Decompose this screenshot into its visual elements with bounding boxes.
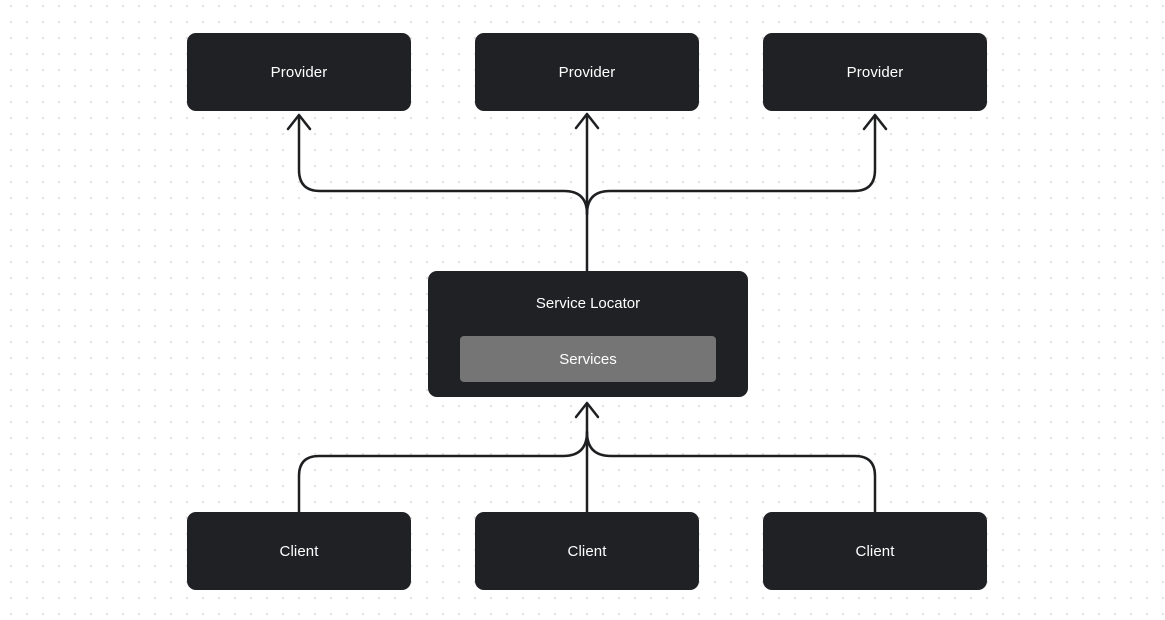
node-client-1-label: Client bbox=[279, 542, 319, 560]
arrow-locator-to-provider-middle bbox=[574, 112, 600, 273]
arrow-client-right-to-locator bbox=[585, 430, 877, 514]
arrowhead-icon bbox=[574, 112, 600, 130]
arrowhead-icon bbox=[574, 401, 600, 419]
node-client-1: Client bbox=[187, 512, 411, 590]
node-client-3: Client bbox=[763, 512, 987, 590]
arrow-locator-to-provider-right bbox=[585, 113, 888, 216]
arrow-client-left-to-locator bbox=[297, 430, 589, 514]
node-client-2: Client bbox=[475, 512, 699, 590]
node-services-label: Services bbox=[559, 350, 617, 368]
service-locator-title: Service Locator bbox=[535, 295, 641, 312]
arrow-locator-to-provider-left bbox=[286, 113, 589, 216]
arrow-client-middle-to-locator bbox=[574, 401, 600, 514]
node-provider-1: Provider bbox=[187, 33, 411, 111]
node-provider-3: Provider bbox=[763, 33, 987, 111]
node-services: Services bbox=[460, 336, 716, 382]
node-provider-3-label: Provider bbox=[846, 63, 904, 81]
arrowhead-icon bbox=[862, 113, 888, 131]
node-provider-1-label: Provider bbox=[270, 63, 328, 81]
node-provider-2-label: Provider bbox=[558, 63, 616, 81]
node-service-locator: Service Locator Services bbox=[428, 271, 748, 397]
arrowhead-icon bbox=[286, 113, 312, 131]
node-client-3-label: Client bbox=[855, 542, 895, 560]
node-provider-2: Provider bbox=[475, 33, 699, 111]
node-client-2-label: Client bbox=[567, 542, 607, 560]
